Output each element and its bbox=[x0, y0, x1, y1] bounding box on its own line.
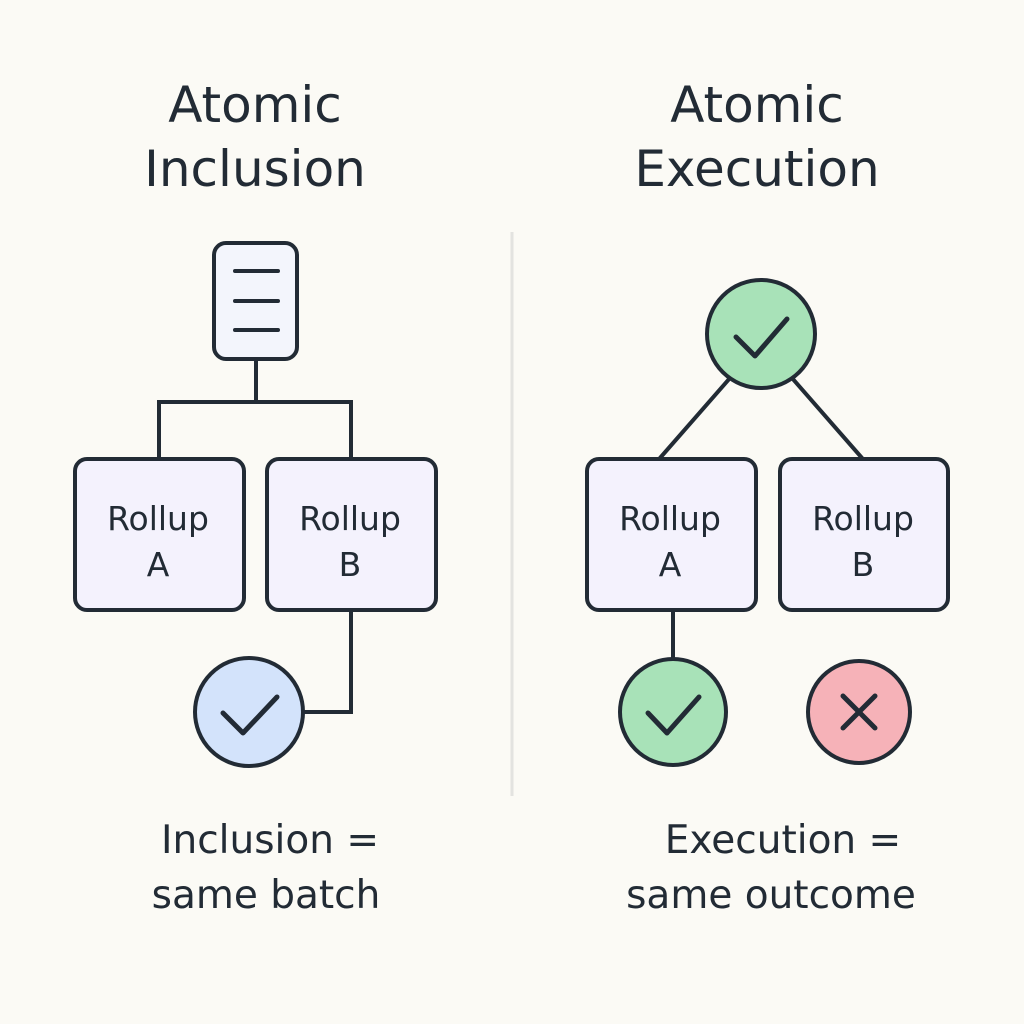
left-panel: Atomic Inclusion Rollup A Rollup B bbox=[73, 76, 438, 918]
right-rollup-b-box: Rollup B bbox=[778, 457, 950, 612]
right-caption-line2: same outcome bbox=[626, 873, 916, 918]
left-title-line1: Atomic bbox=[168, 76, 342, 134]
left-title-line2: Inclusion bbox=[144, 140, 366, 198]
execution-connector bbox=[658, 376, 864, 460]
left-rollup-b-box: Rollup B bbox=[265, 457, 438, 612]
left-rollup-b-label-line2: B bbox=[339, 545, 362, 584]
left-caption-line2: same batch bbox=[152, 873, 381, 918]
green-checkmark-icon bbox=[705, 278, 817, 390]
right-rollup-a-box: Rollup A bbox=[585, 457, 758, 612]
right-title-line1: Atomic bbox=[670, 76, 844, 134]
green-checkmark-icon bbox=[618, 657, 728, 767]
left-rollup-b-label-line1: Rollup bbox=[299, 499, 401, 538]
right-rollup-a-label-line2: A bbox=[659, 545, 682, 584]
batch-connector bbox=[157, 359, 353, 459]
right-rollup-b-label-line1: Rollup bbox=[812, 499, 914, 538]
left-rollup-a-label-line1: Rollup bbox=[107, 499, 209, 538]
left-rollup-a-box: Rollup A bbox=[73, 457, 246, 612]
right-rollup-a-label-line1: Rollup bbox=[619, 499, 721, 538]
right-panel: Atomic Execution Rollup A Rollup B bbox=[585, 76, 950, 918]
left-rollup-a-label-line2: A bbox=[147, 545, 170, 584]
right-rollup-b-label-line2: B bbox=[852, 545, 875, 584]
left-caption-line1: Inclusion = bbox=[161, 818, 379, 863]
right-title-line2: Execution bbox=[634, 140, 879, 198]
inclusion-connector bbox=[304, 610, 353, 714]
blue-checkmark-icon bbox=[193, 656, 305, 768]
red-cross-icon bbox=[806, 659, 912, 765]
right-caption-line1: Execution = bbox=[665, 818, 901, 863]
document-lines-icon bbox=[212, 241, 299, 361]
